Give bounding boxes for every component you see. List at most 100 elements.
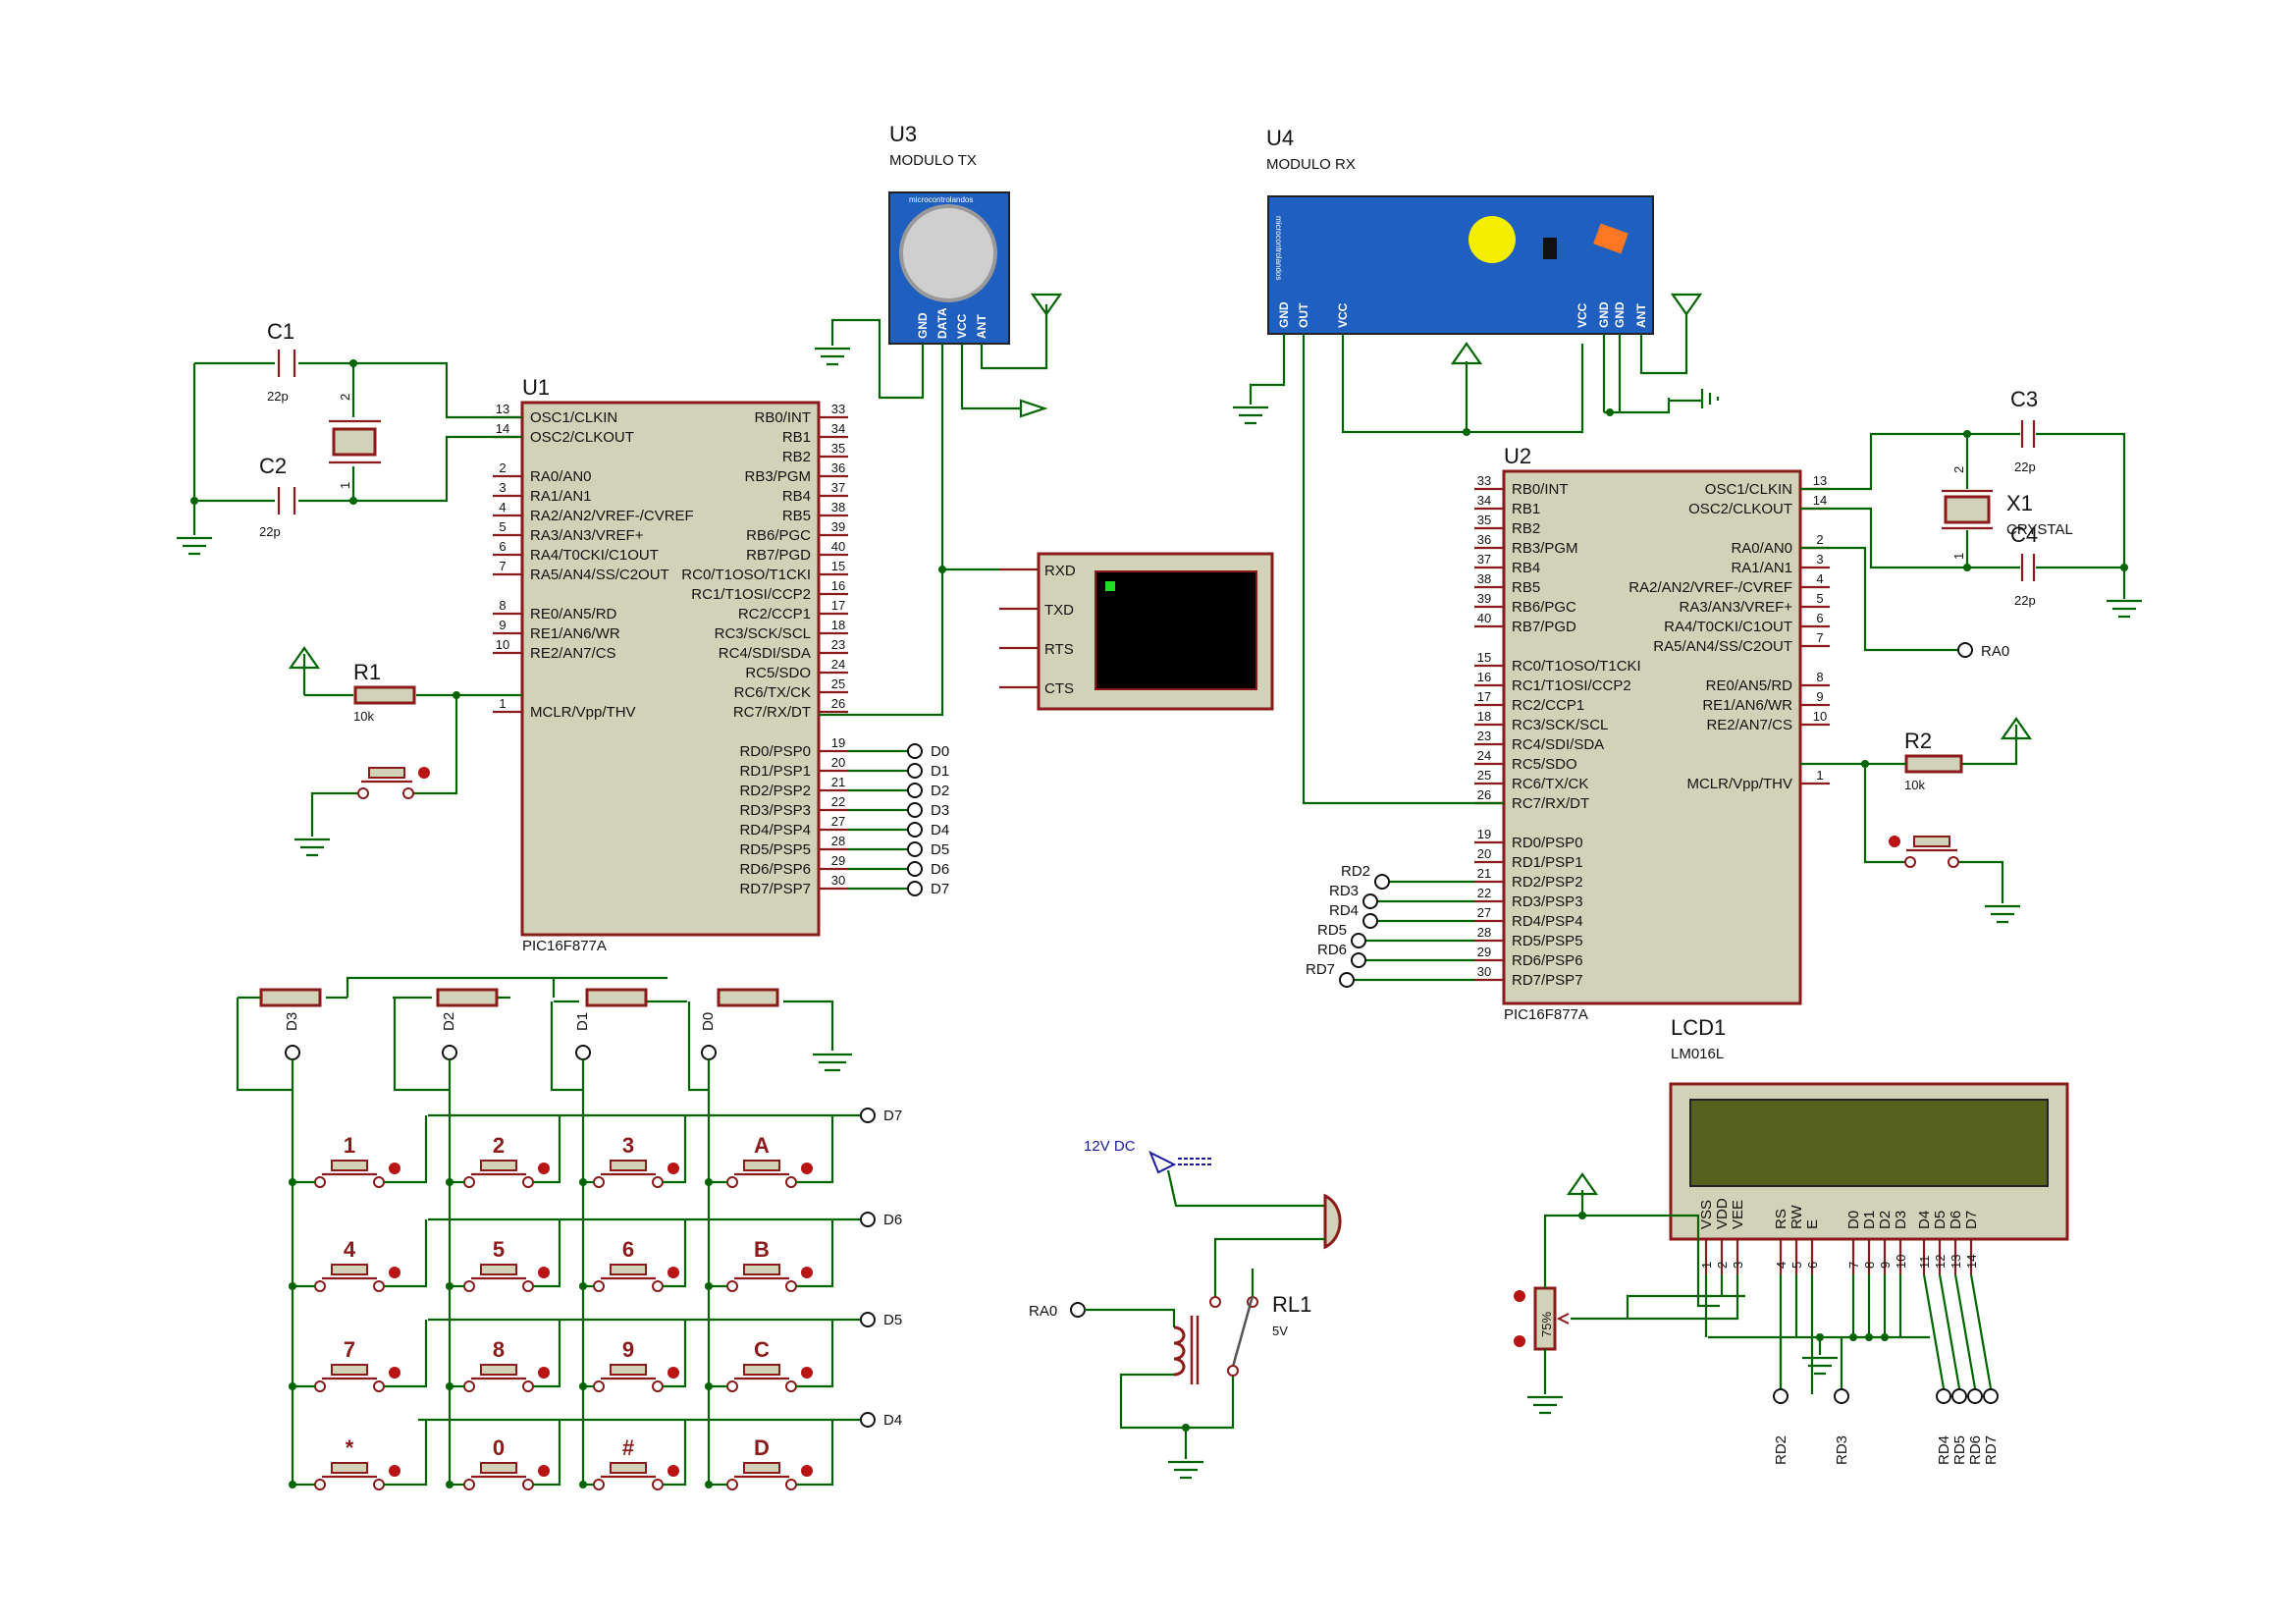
u1-rd-terminal[interactable] <box>907 861 923 877</box>
u2-part: PIC16F877A <box>1504 1006 1588 1023</box>
keypad-key-button[interactable] <box>480 1264 517 1275</box>
u1-pin-number: 6 <box>499 539 506 554</box>
lcd-part: LM016L <box>1671 1046 1724 1062</box>
ground-icon <box>177 536 212 556</box>
keypad-key-button[interactable] <box>331 1160 368 1171</box>
keypad-key-button[interactable] <box>610 1264 647 1275</box>
keypad-key-label: 0 <box>493 1435 505 1460</box>
ground-icon <box>2107 599 2142 619</box>
u2-pin-number: 24 <box>1477 748 1491 763</box>
keypad-key-button[interactable] <box>743 1462 780 1474</box>
keypad-row-terminal[interactable] <box>860 1412 876 1428</box>
lcd-pin-number: 13 <box>1949 1255 1963 1269</box>
u2-rd-terminal[interactable] <box>1351 952 1366 968</box>
lcd-bottom-terminal[interactable] <box>1834 1388 1849 1404</box>
ra0-terminal[interactable] <box>1957 642 1973 658</box>
u2-rd-terminal[interactable] <box>1351 933 1366 948</box>
keypad-key-button[interactable] <box>480 1462 517 1474</box>
u1-pin-name: RB7/PGD <box>746 547 811 564</box>
u1-rd-terminal[interactable] <box>907 743 923 759</box>
u1-pin-number: 15 <box>831 559 845 573</box>
u2-pin-name: RB0/INT <box>1512 481 1569 498</box>
keypad-row-terminal[interactable] <box>860 1212 876 1227</box>
u1-rd-terminal[interactable] <box>907 802 923 818</box>
keypad-key-button[interactable] <box>743 1160 780 1171</box>
u1-rd-terminal[interactable] <box>907 763 923 779</box>
lcd-pin-name: D1 <box>1861 1211 1878 1229</box>
u2-rd-terminal-label: RD7 <box>1306 961 1335 978</box>
lcd-pin-name: VSS <box>1698 1200 1715 1229</box>
u1-rd-terminal[interactable] <box>907 881 923 896</box>
u1-pin-number: 25 <box>831 676 845 691</box>
relay-input-label: RA0 <box>1029 1303 1057 1320</box>
keypad-key-button[interactable] <box>743 1264 780 1275</box>
keypad-col-label: D1 <box>574 1012 591 1031</box>
lcd-pin-name: E <box>1804 1219 1821 1229</box>
u1-rd-terminal[interactable] <box>907 822 923 838</box>
u2-oscillator: C3 22p C4 22p X1 CRYSTAL 2 1 <box>1800 387 2142 619</box>
antenna-icon <box>1670 293 1703 316</box>
u2-ref: U2 <box>1504 444 1531 468</box>
u1-rd-terminal[interactable] <box>907 783 923 798</box>
u3-brand: microcontrolandos <box>909 195 973 204</box>
keypad-key-button[interactable] <box>610 1364 647 1376</box>
keypad-row-terminal[interactable] <box>860 1312 876 1327</box>
u1-pin-name: RD4/PSP4 <box>739 822 811 839</box>
c4-ref: C4 <box>2010 522 2038 547</box>
u2-rd-terminal-label: RD2 <box>1341 863 1370 880</box>
lcd-pin-number: 9 <box>1878 1262 1893 1269</box>
keypad-key-button[interactable] <box>610 1160 647 1171</box>
lcd-bottom-terminal[interactable] <box>1936 1388 1951 1404</box>
u2-pin-number: 7 <box>1816 630 1823 645</box>
lcd-bottom-label: RD2 <box>1773 1435 1789 1465</box>
u2-pin-number: 29 <box>1477 945 1491 959</box>
keypad-key-label: 8 <box>493 1337 505 1362</box>
keypad-key-button[interactable] <box>331 1364 368 1376</box>
u2-rd-terminal[interactable] <box>1362 893 1378 909</box>
u2-pin-name: RD5/PSP5 <box>1512 933 1583 949</box>
keypad-col-terminal[interactable] <box>575 1045 591 1060</box>
ground-icon <box>1168 1460 1203 1480</box>
u1-pin-name: RA0/AN0 <box>530 468 592 485</box>
keypad-key-button[interactable] <box>331 1264 368 1275</box>
c1-value: 22p <box>267 389 289 404</box>
terminal-pin-label: CTS <box>1044 680 1074 697</box>
lcd-screen <box>1689 1099 2049 1187</box>
u1-pin-name: RD0/PSP0 <box>739 743 811 760</box>
keypad-col-terminal[interactable] <box>701 1045 717 1060</box>
u2-pin-name: RB3/PGM <box>1512 540 1578 557</box>
keypad-key-button[interactable] <box>480 1364 517 1376</box>
ground-icon <box>1985 904 2020 924</box>
lcd-bottom-terminal[interactable] <box>1967 1388 1983 1404</box>
keypad-row-terminal[interactable] <box>860 1108 876 1123</box>
u2-pin-number: 16 <box>1477 670 1491 684</box>
u2-rd-terminal[interactable] <box>1374 874 1390 890</box>
keypad-key-label: 3 <box>622 1133 634 1158</box>
keypad-pullup-resistor <box>259 988 322 1007</box>
u2-pin-name: RA4/T0CKI/C1OUT <box>1664 619 1792 635</box>
keypad-key-label: 6 <box>622 1237 634 1262</box>
lcd-bottom-terminal[interactable] <box>1951 1388 1967 1404</box>
u2-pin-number: 10 <box>1813 709 1827 724</box>
u2-rd-terminal[interactable] <box>1362 913 1378 929</box>
lcd-bottom-terminal[interactable] <box>1773 1388 1789 1404</box>
keypad-key-button[interactable] <box>331 1462 368 1474</box>
keypad-key-button[interactable] <box>480 1160 517 1171</box>
keypad-key-label: D <box>754 1435 770 1460</box>
keypad-key-button[interactable] <box>610 1462 647 1474</box>
keypad-key-label: 2 <box>493 1133 505 1158</box>
u1-pin-number: 10 <box>496 637 509 652</box>
relay-input-terminal[interactable] <box>1070 1302 1086 1318</box>
lcd-pin-number: 10 <box>1894 1255 1908 1269</box>
lcd-bottom-terminal[interactable] <box>1983 1388 1999 1404</box>
u2-rd-terminal[interactable] <box>1339 972 1355 988</box>
keypad-key-button[interactable] <box>743 1364 780 1376</box>
u1-rd-terminal[interactable] <box>907 841 923 857</box>
keypad-key-label: B <box>754 1237 770 1262</box>
keypad-col-terminal[interactable] <box>285 1045 300 1060</box>
keypad-col-terminal[interactable] <box>442 1045 457 1060</box>
u2-pin-number: 3 <box>1816 552 1823 567</box>
u1-pin-number: 26 <box>831 696 845 711</box>
